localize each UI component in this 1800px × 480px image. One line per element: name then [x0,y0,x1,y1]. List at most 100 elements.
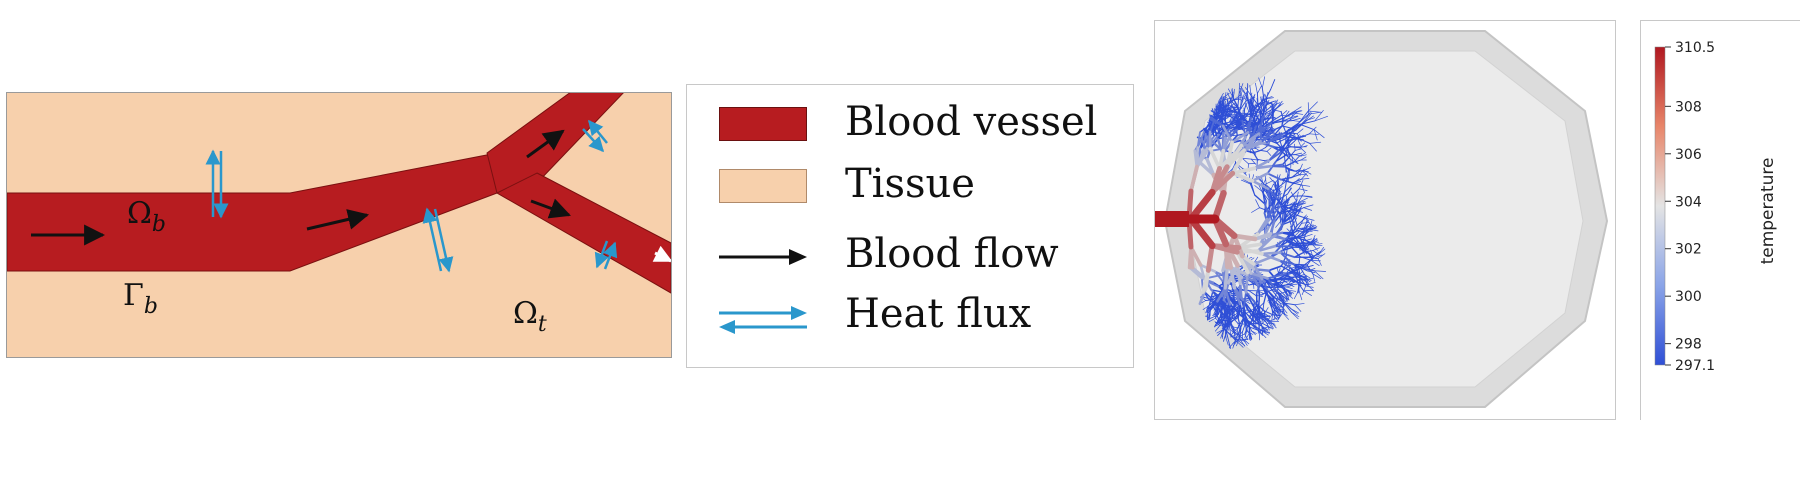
vessel-segment [1258,330,1267,339]
vessel-segment [1310,260,1320,267]
vessel-segment [1262,192,1266,205]
vessel-segment [1250,183,1256,196]
vessel-segment [1301,246,1308,252]
vessel-segment [1282,112,1295,119]
vessel-segment [1279,195,1293,207]
vessel-segment [1252,312,1256,320]
vessel-segment [1225,99,1232,106]
vessel-segment [1304,217,1312,226]
vessel-segment [1264,307,1269,314]
vessel-segment [1211,190,1227,223]
vessel-segment [1208,146,1222,171]
vessel-segment [1202,306,1209,310]
vessel-segment [1282,301,1285,314]
vessel-segment [1229,303,1242,317]
vessel-segment [1309,133,1319,135]
vessel-segment [1313,270,1327,272]
vessel-segment [1260,330,1270,334]
vessel-segment [1247,325,1258,331]
vessel-segment [1267,269,1277,281]
vessel-segment [1261,325,1266,334]
vessel-segment [1273,236,1289,248]
vessel-segment [1274,137,1285,142]
vessel-segment [1285,273,1299,283]
vessel-segment [1249,332,1253,340]
vessel-segment [1287,280,1296,283]
vessel-segment [1227,294,1237,297]
vessel-segment [1251,172,1269,183]
vessel-segment [1278,259,1296,266]
vessel-segment [1276,267,1279,274]
vessel-segment [1255,112,1262,126]
vessel-segment [1279,302,1286,306]
vessel-segment [1240,276,1258,282]
vessel-segment [1205,148,1222,153]
double-arrow-icon [719,306,807,334]
vessel-segment [1273,198,1282,209]
vessel-segment [1227,92,1232,102]
vessel-segment [1189,166,1199,193]
vessel-segment [1222,322,1229,332]
vessel-segment [1291,120,1301,122]
vessel-segment [1244,333,1249,340]
vessel-segment [1230,100,1239,109]
vessel-segment [1317,248,1326,256]
vessel-segment [1266,187,1278,200]
vessel-segment [1298,276,1301,291]
vessel-segment [1292,217,1298,226]
vessel-segment [1291,174,1301,178]
vessel-segment [1283,161,1295,168]
vessel-segment [1281,294,1287,299]
vessel-segment [1275,103,1284,110]
vessel-segment [1266,277,1279,293]
vessel-segment [1278,211,1282,222]
vessel-segment [1301,285,1307,295]
vessel-segment [1301,184,1306,194]
vessel-segment [1266,273,1287,280]
vessel-segment [1223,265,1230,290]
vessel-segment [1295,228,1306,232]
vessel-segment [1282,120,1293,122]
vessel-segment [1214,315,1222,328]
vessel-segment [1279,251,1296,259]
vessel-segment [1300,238,1310,243]
vessel-segment [1213,110,1221,121]
flow-arrow-icon [719,249,807,265]
vessel-segment [1294,201,1299,216]
vessel-segment [1281,135,1299,139]
vessel-segment [1243,291,1248,308]
vessel-segment [1281,264,1286,274]
vessel-segment [1232,88,1235,99]
vessel-segment [1218,108,1228,112]
vessel-segment [1282,117,1292,122]
vessel-segment [1266,293,1277,304]
vessel-segment [1304,274,1311,279]
vessel-segment [1313,129,1325,139]
vessel-segment [1234,339,1244,348]
vessel-segment [1287,137,1290,147]
vessel-segment [1228,318,1236,333]
vessel-segment [1217,101,1220,110]
vessel-segment [1252,152,1259,160]
vessel-segment [1233,286,1242,306]
vessel-segment [1253,233,1272,241]
vessel-segment [1291,217,1294,226]
vessel-segment [1271,103,1274,111]
vessel-segment [1191,266,1207,280]
vessel-segment [1298,113,1310,124]
vessel-segment [1300,156,1307,161]
vessel-segment [1279,282,1287,291]
vessel-segment [1205,306,1209,314]
vessel-segment [1274,297,1281,304]
colorbar-tick-label: 297.1 [1675,358,1715,374]
vessel-segment [1221,124,1234,144]
vessel-swatch [719,107,807,141]
vessel-segment [1301,177,1310,180]
vessel-segment [1213,313,1220,316]
vessel-segment [1280,178,1294,184]
vessel-segment [1280,265,1292,273]
vessel-segment [1317,253,1326,259]
vessel-segment [1270,304,1274,315]
